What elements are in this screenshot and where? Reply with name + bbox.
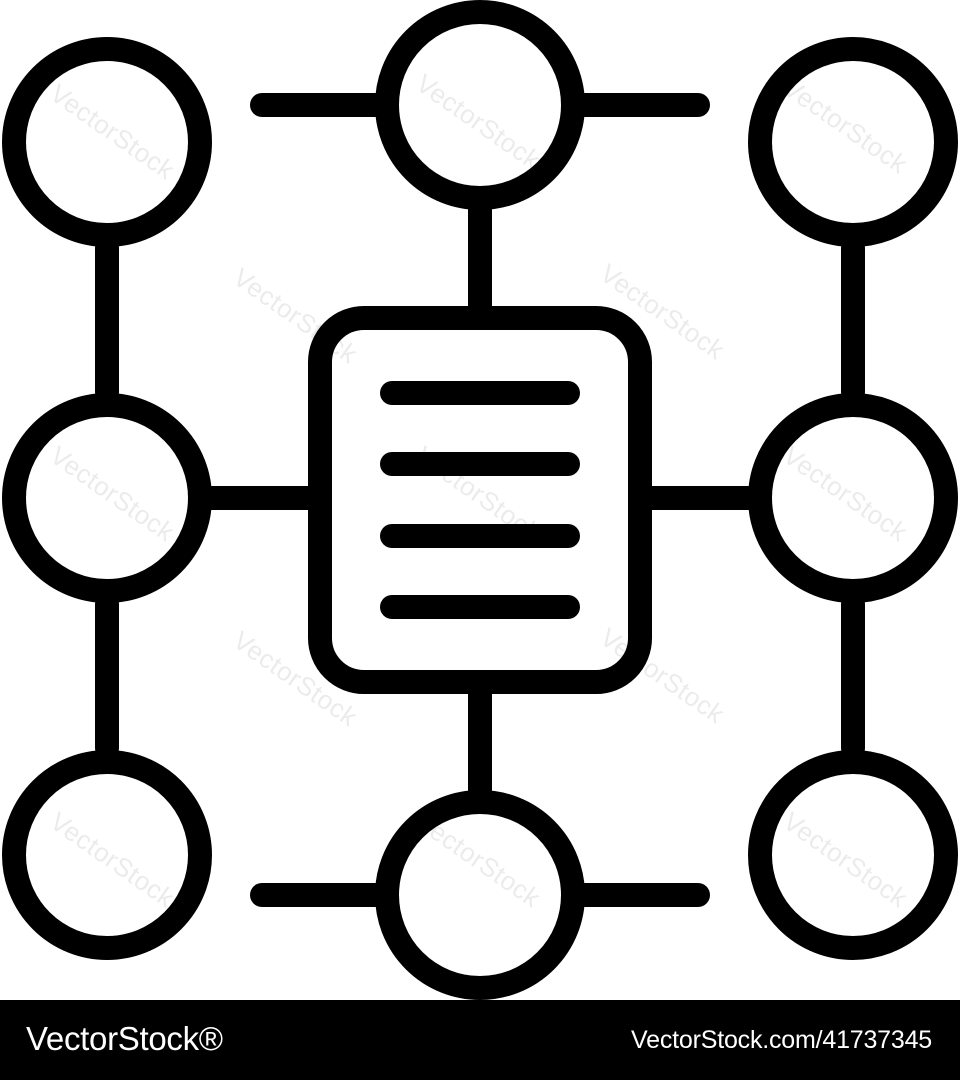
node-circle-bottom-right (748, 750, 958, 960)
node-circle-middle-right (748, 393, 958, 603)
node-circle-middle-left (2, 393, 212, 603)
footer-bar: VectorStock® VectorStock.com/41737345 (0, 1000, 960, 1080)
document-box (308, 306, 652, 694)
brand-logo: VectorStock® (26, 1020, 223, 1057)
node-circle-top-left (2, 37, 212, 247)
node-circle-bottom-center (375, 790, 585, 1000)
node-circle-top-right (748, 37, 958, 247)
node-circle-bottom-left (2, 750, 212, 960)
data-network-document-icon (2, 0, 958, 1000)
node-circle-top-center (375, 0, 585, 210)
image-id-text: VectorStock.com/41737345 (631, 1026, 932, 1054)
